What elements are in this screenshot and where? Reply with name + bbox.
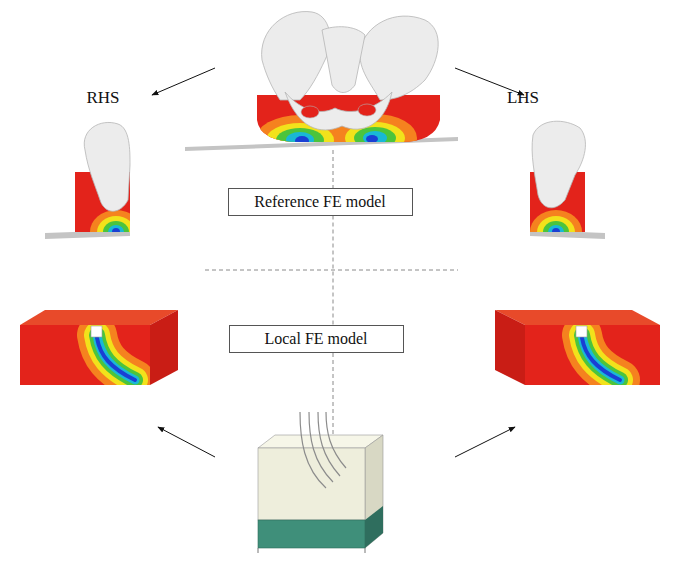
local-model-left-part bbox=[20, 325, 150, 385]
local-model-left-part bbox=[91, 326, 102, 337]
reference-model-part-part bbox=[360, 16, 438, 100]
local-model-left-part-part bbox=[97, 335, 135, 380]
rhs-model-part bbox=[84, 122, 130, 211]
lhs-model-part-part bbox=[543, 221, 569, 232]
local-model-right bbox=[495, 310, 660, 385]
caption-box: Local FE model bbox=[229, 325, 404, 353]
local-model-left-part-part bbox=[97, 335, 135, 380]
local-model-left-part-part bbox=[97, 338, 135, 380]
block-model-part bbox=[365, 548, 366, 553]
block-model-part-part bbox=[309, 412, 333, 482]
local-model-left bbox=[20, 310, 178, 385]
local-model-right-part-part bbox=[582, 335, 620, 380]
dashed-guide-part bbox=[333, 150, 334, 188]
block-model-part-part bbox=[326, 412, 346, 468]
lhs-model-part-part bbox=[552, 228, 560, 232]
local-model-right-part-part bbox=[582, 335, 620, 380]
arrow-part bbox=[455, 427, 515, 457]
reference-model-part-part bbox=[295, 136, 309, 146]
rhs-model bbox=[45, 122, 142, 254]
local-model-right-part bbox=[582, 335, 620, 380]
rhs-model-part-part bbox=[103, 221, 129, 232]
caption-text: Reference FE model bbox=[254, 193, 386, 211]
reference-model-part-part bbox=[276, 128, 324, 152]
reference-model-part-part bbox=[286, 132, 314, 148]
local-model-right-part bbox=[495, 310, 525, 385]
caption-text: Local FE model bbox=[264, 330, 367, 348]
block-model bbox=[258, 412, 383, 553]
reference-model-part bbox=[262, 12, 439, 130]
local-model-right-part-part bbox=[582, 335, 620, 380]
dashed-guide-part bbox=[205, 270, 458, 271]
rhs-model-part-part bbox=[90, 210, 130, 232]
dashed-guide bbox=[205, 150, 458, 438]
arrow-part bbox=[152, 68, 215, 95]
side-label: LHS bbox=[507, 88, 539, 108]
reference-model-part-part bbox=[262, 12, 330, 100]
side-label: RHS bbox=[86, 88, 119, 108]
local-model-right-part bbox=[576, 326, 587, 337]
local-model-left-part bbox=[150, 310, 178, 385]
block-model-part bbox=[365, 435, 383, 548]
rhs-model-part-part bbox=[112, 228, 120, 232]
local-model-left-part bbox=[97, 335, 135, 380]
local-model-left-part-part bbox=[97, 335, 135, 380]
rhs-model-part-part bbox=[97, 216, 130, 232]
block-model-part bbox=[258, 548, 259, 553]
caption-box: Reference FE model bbox=[228, 188, 413, 216]
lhs-model-part-part bbox=[537, 216, 575, 232]
dashed-connector bbox=[333, 216, 334, 326]
lhs-model-part-part bbox=[548, 225, 564, 232]
dashed-guide-part bbox=[333, 353, 334, 438]
reference-model-part-part bbox=[285, 92, 392, 130]
local-model-right-part bbox=[525, 325, 660, 385]
lhs-model-part bbox=[532, 121, 585, 208]
lhs-model-part-part bbox=[530, 210, 582, 232]
local-model-left-part-part bbox=[97, 335, 135, 380]
lhs-model bbox=[530, 121, 605, 254]
reference-model-part-part bbox=[366, 135, 378, 143]
block-model-part-part bbox=[300, 412, 326, 488]
block-model-part bbox=[300, 412, 346, 488]
reference-model-part bbox=[301, 106, 319, 118]
rhs-model-part bbox=[90, 210, 130, 232]
local-model-right-part-part bbox=[582, 338, 620, 380]
reference-model-part-part bbox=[322, 27, 365, 93]
reference-model-part-part bbox=[363, 131, 387, 145]
local-model-right-part-part bbox=[582, 335, 620, 380]
arrow bbox=[152, 68, 524, 457]
reference-model-part bbox=[358, 104, 376, 116]
block-model-part bbox=[258, 448, 365, 520]
reference-model bbox=[185, 12, 458, 165]
block-model-part bbox=[365, 506, 383, 548]
block-model-part-part bbox=[318, 412, 340, 476]
reference-model-part-part bbox=[354, 127, 396, 149]
rhs-model-part-part bbox=[108, 225, 124, 232]
arrow-part bbox=[158, 427, 215, 457]
lhs-model-part bbox=[530, 210, 582, 232]
block-model-part bbox=[258, 520, 365, 548]
